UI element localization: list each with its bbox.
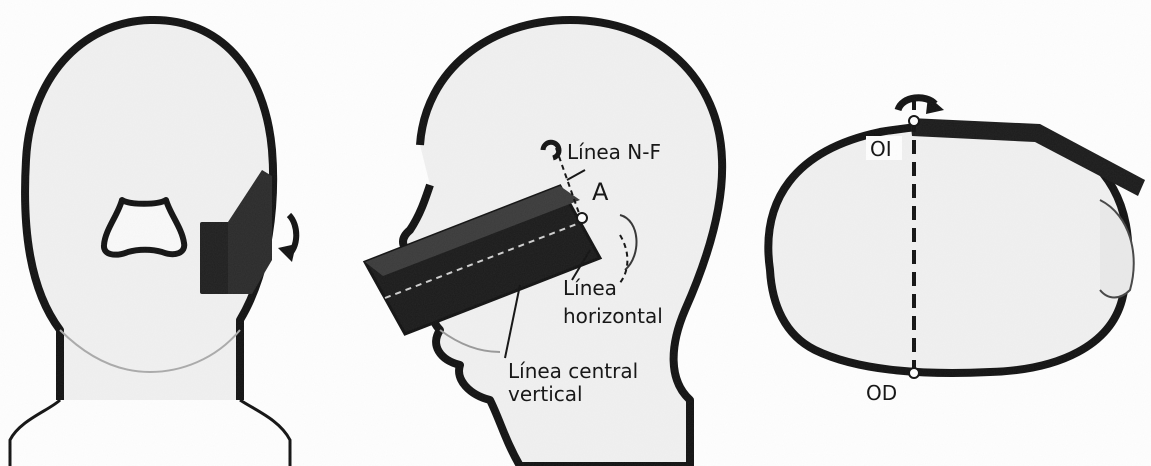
illustration-canvas: Línea N-F A Línea horizontal Línea centr… [0,0,1151,466]
paper-grain-overlay [0,0,1151,466]
